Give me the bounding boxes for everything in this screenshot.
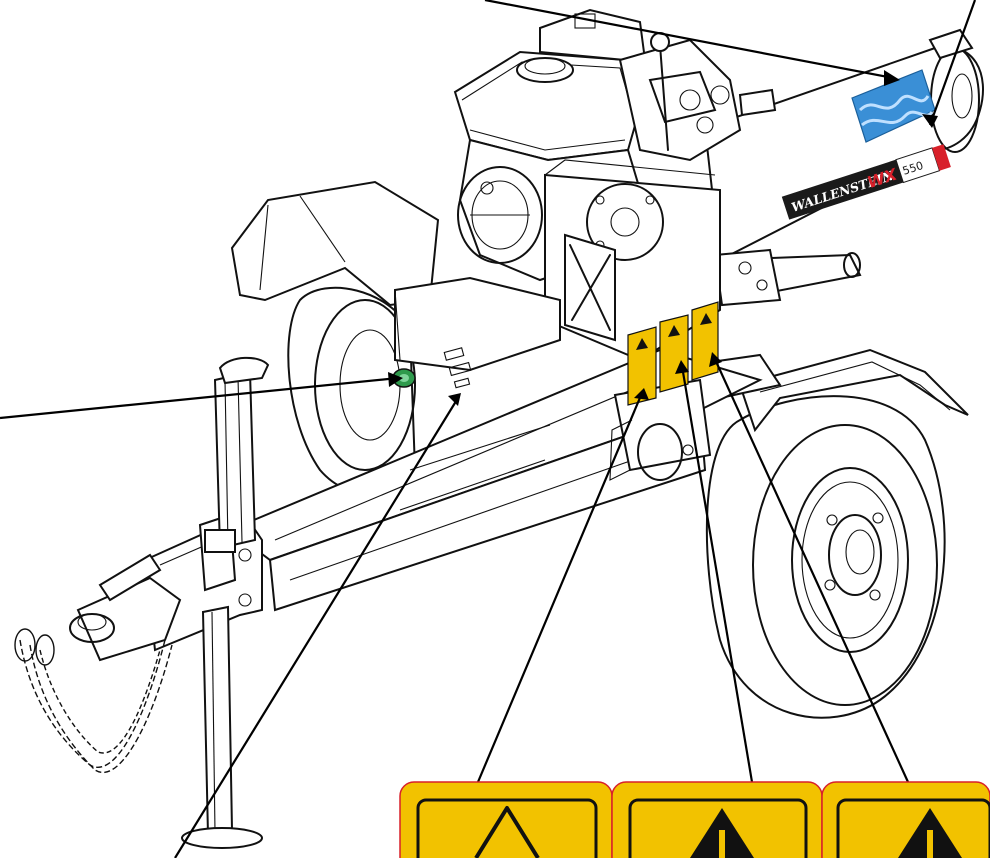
decal-detail-2: [611, 781, 823, 858]
decal-detail-3: [821, 781, 990, 858]
warning-triangle-icon: [474, 806, 540, 858]
right-wheel: [705, 395, 946, 719]
left-fender: [230, 180, 440, 307]
model-number: 550: [901, 159, 925, 178]
decal-detail-1: [399, 781, 613, 858]
safety-chains: [14, 628, 173, 773]
